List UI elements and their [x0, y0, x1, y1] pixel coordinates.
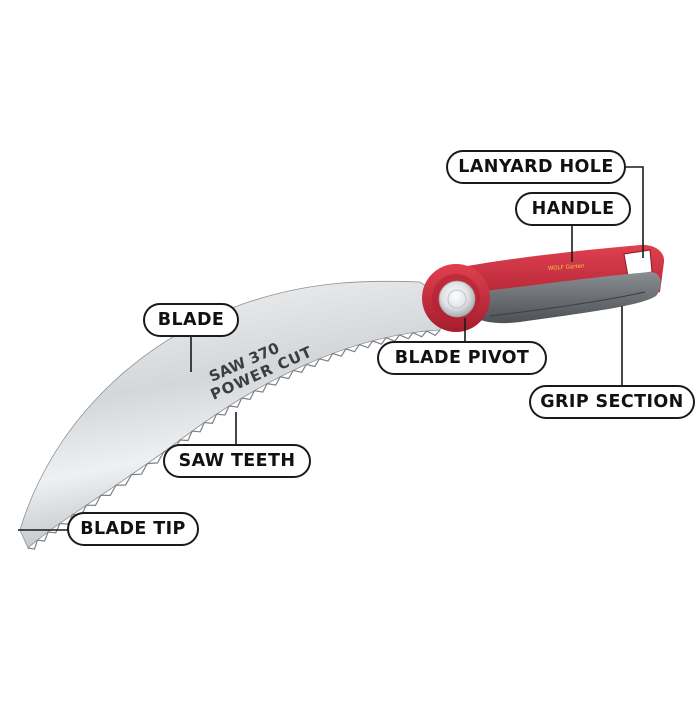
- lanyard-hole: [624, 250, 652, 276]
- label-handle: HANDLE: [515, 192, 631, 226]
- label-saw-teeth: SAW TEETH: [163, 444, 311, 478]
- label-grip-section: GRIP SECTION: [529, 385, 695, 419]
- label-blade-pivot: BLADE PIVOT: [377, 341, 547, 375]
- blade-pivot-knob: [422, 264, 490, 332]
- label-lanyard-hole: LANYARD HOLE: [446, 150, 626, 184]
- label-blade: BLADE: [143, 303, 239, 337]
- label-blade-tip: BLADE TIP: [67, 512, 199, 546]
